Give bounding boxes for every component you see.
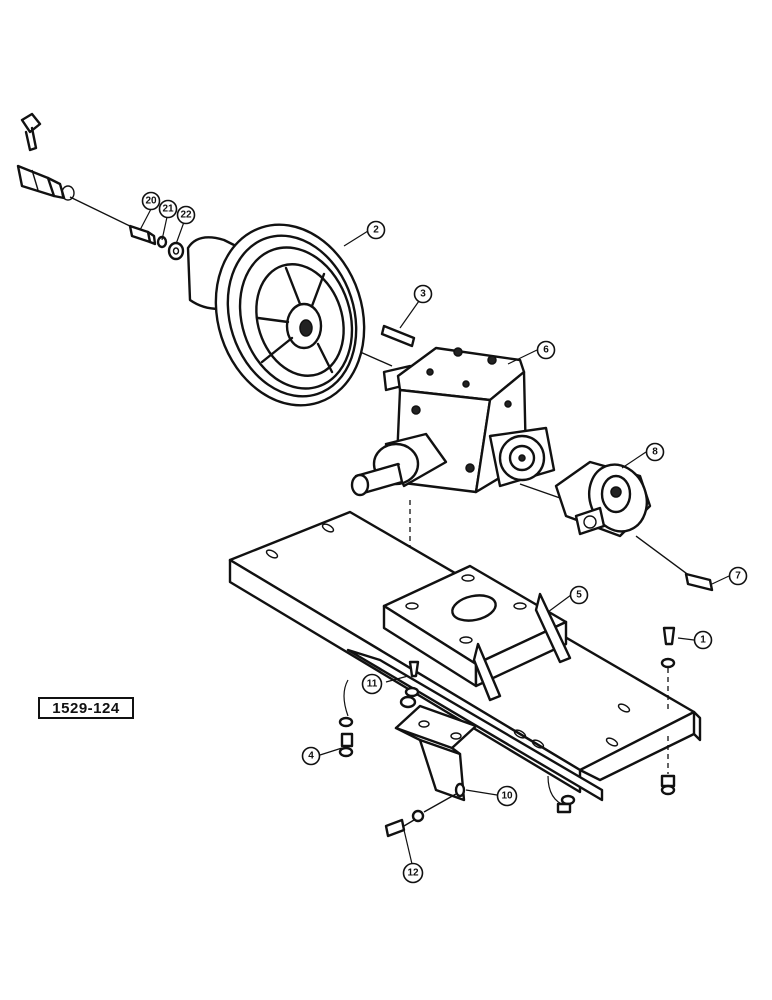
grease-fitting-part	[16, 112, 75, 201]
svg-text:4: 4	[308, 751, 314, 762]
washer-part	[167, 241, 185, 261]
callout-22: 22	[176, 205, 196, 225]
pump-centerline-b	[635, 535, 691, 577]
bolt-path-left	[343, 679, 349, 717]
svg-text:2: 2	[373, 225, 379, 236]
leader-lines	[139, 208, 730, 865]
callout-11: 11	[361, 673, 383, 695]
pump-centerline-a	[519, 483, 561, 499]
svg-text:10: 10	[501, 791, 513, 802]
bolt-part-right	[662, 626, 676, 646]
callout-4: 4	[301, 746, 321, 766]
callout-20: 20	[141, 191, 161, 211]
svg-text:22: 22	[180, 210, 192, 221]
svg-text:8: 8	[652, 447, 658, 458]
nut-bottom	[556, 802, 572, 814]
callout-2: 2	[366, 220, 386, 240]
washer-right	[660, 657, 676, 669]
svg-text:12: 12	[407, 868, 419, 879]
figure-code-label: 1529-124	[38, 697, 134, 719]
svg-text:11: 11	[367, 679, 378, 690]
nut-right	[660, 774, 676, 788]
svg-text:21: 21	[162, 204, 174, 215]
svg-text:6: 6	[543, 345, 549, 356]
gearbox-part	[350, 346, 556, 497]
pulley-part	[186, 223, 366, 407]
svg-text:5: 5	[576, 590, 582, 601]
svg-text:1: 1	[700, 635, 706, 646]
callout-7: 7	[728, 566, 748, 586]
callout-21: 21	[158, 199, 178, 219]
key-part	[380, 324, 416, 348]
hydraulic-pump-part	[554, 460, 652, 538]
svg-text:3: 3	[420, 289, 426, 300]
bracket-part	[394, 704, 478, 802]
callout-12: 12	[402, 862, 424, 884]
callout-1: 1	[693, 630, 713, 650]
callout-6: 6	[536, 340, 556, 360]
bolt-part-left	[408, 660, 420, 678]
callout-3: 3	[413, 284, 433, 304]
callout-8: 8	[645, 442, 665, 462]
svg-text:20: 20	[145, 196, 157, 207]
callout-5: 5	[569, 585, 589, 605]
bracket-bolt-part	[384, 818, 406, 838]
svg-text:7: 7	[735, 571, 741, 582]
cap-screw-part	[128, 224, 157, 246]
shaft-centerline-a	[69, 196, 135, 229]
callout-10: 10	[496, 785, 518, 807]
lock-washer-part	[156, 235, 168, 249]
mounting-plate-part	[382, 564, 572, 702]
nut-left	[340, 732, 354, 748]
bolt-part	[684, 572, 714, 592]
